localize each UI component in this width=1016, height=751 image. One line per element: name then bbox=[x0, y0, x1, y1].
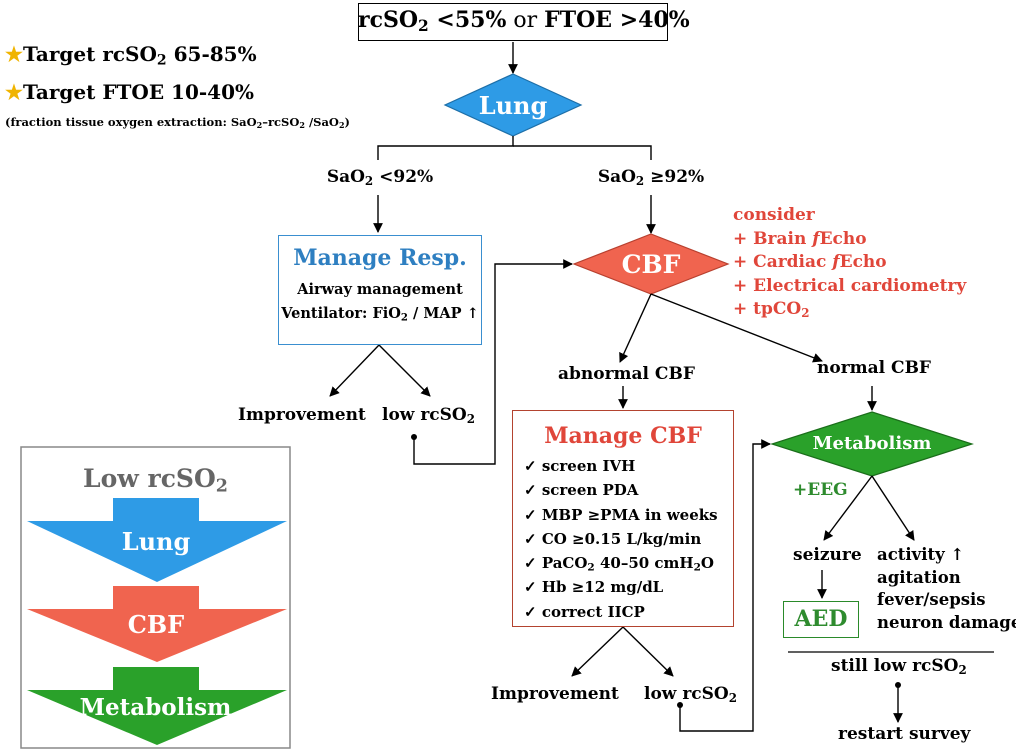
manage-cbf-item: ✓ screen IVH bbox=[524, 457, 636, 475]
arrow-abnormal-cbf bbox=[619, 293, 652, 363]
legend-arrow-metabolism bbox=[27, 667, 287, 745]
arrow-seizure bbox=[823, 475, 873, 541]
legend-title: Low rcSO2 bbox=[83, 464, 228, 497]
target-ftoe: ★Target FTOE 10-40% bbox=[5, 80, 254, 104]
consider-cardiac-echo: + Cardiac fEcho bbox=[733, 252, 887, 272]
abnormal-cbf-label: abnormal CBF bbox=[558, 364, 695, 384]
manage-cbf-item: ✓ CO ≥0.15 L/kg/min bbox=[524, 529, 702, 548]
loop-cbf-to-metabolism bbox=[679, 439, 771, 732]
legend-lung-label: Lung bbox=[121, 527, 191, 556]
legend-metabolism-label: Metabolism bbox=[79, 694, 232, 721]
start-condition-box bbox=[358, 3, 668, 41]
legend-arrow-lung bbox=[27, 498, 287, 582]
cbf-improvement-label: Improvement bbox=[491, 684, 619, 704]
still-low-label: still low rcSO2 bbox=[831, 656, 967, 677]
arrow-resp-low bbox=[378, 344, 431, 397]
cbf-low-rcso2-label: low rcSO2 bbox=[644, 684, 738, 705]
consider-brain-echo: + Brain fEcho bbox=[733, 228, 867, 249]
arrow-normal-cbf bbox=[650, 293, 823, 363]
branch-lung-right bbox=[513, 145, 652, 160]
manage-cbf-box bbox=[512, 410, 734, 627]
arrow-cbf-low bbox=[622, 626, 674, 677]
activity-item: neuron damage bbox=[877, 612, 1016, 632]
aed-box bbox=[783, 601, 859, 638]
resp-low-rcso2-label: low rcSO2 bbox=[382, 405, 476, 426]
loop-resp-to-cbf bbox=[413, 259, 573, 465]
lung-label: Lung bbox=[478, 91, 548, 120]
activity-item: activity ↑ bbox=[877, 545, 965, 564]
sao2-low-label: SaO2 <92% bbox=[326, 167, 434, 188]
cbf-label: CBF bbox=[621, 250, 681, 279]
seizure-label: seizure bbox=[793, 545, 862, 565]
manage-resp-ventilator: Ventilator: FiO2 / MAP ↑ bbox=[281, 305, 479, 324]
consider-title: consider bbox=[733, 205, 815, 225]
sao2-high-label: SaO2 ≥92% bbox=[597, 167, 705, 188]
manage-resp-airway: Airway management bbox=[297, 281, 463, 298]
legend-cbf-label: CBF bbox=[127, 610, 185, 639]
arrow-resp-improvement bbox=[329, 344, 380, 397]
star-icon: ★ bbox=[5, 80, 23, 104]
eeg-label: +EEG bbox=[793, 480, 848, 500]
legend-arrow-cbf bbox=[27, 586, 287, 662]
metabolism-label: Metabolism bbox=[812, 433, 932, 454]
manage-cbf-item: ✓ MBP ≥PMA in weeks bbox=[524, 505, 718, 524]
resp-improvement-label: Improvement bbox=[238, 405, 366, 425]
manage-cbf-list: ✓ screen IVH ✓ screen PDA ✓ MBP ≥PMA in … bbox=[524, 454, 718, 624]
restart-survey-label: restart survey bbox=[838, 724, 971, 744]
activity-list: activity ↑ agitation fever/sepsis neuron… bbox=[877, 544, 1016, 634]
activity-item: fever/sepsis bbox=[877, 590, 986, 609]
start-condition-text: rcSO2 <55% or FTOE >40% bbox=[358, 7, 690, 35]
consider-electrical-cardiometry: + Electrical cardiometry bbox=[733, 275, 967, 296]
target-rcso2: ★Target rcSO2 65-85% bbox=[5, 42, 257, 69]
activity-item: agitation bbox=[877, 567, 961, 587]
manage-cbf-item: ✓ PaCO2 40–50 cmH2O bbox=[524, 554, 714, 574]
manage-cbf-item: ✓ Hb ≥12 mg/dL bbox=[524, 578, 664, 597]
arrow-activity bbox=[871, 475, 915, 541]
manage-cbf-title: Manage CBF bbox=[544, 423, 702, 449]
manage-resp-box bbox=[278, 235, 482, 345]
arrow-cbf-improvement bbox=[571, 626, 624, 677]
aed-label: AED bbox=[794, 606, 848, 632]
consider-tpco2: + tpCO2 bbox=[733, 299, 810, 320]
manage-cbf-item: ✓ correct IICP bbox=[524, 602, 645, 621]
ftoe-note: (fraction tissue oxygen extraction: SaO2… bbox=[5, 115, 350, 130]
star-icon: ★ bbox=[5, 42, 23, 66]
consider-list: consider + Brain fEcho + Cardiac fEcho +… bbox=[733, 204, 966, 322]
manage-cbf-item: ✓ screen PDA bbox=[524, 481, 639, 500]
manage-resp-title: Manage Resp. bbox=[293, 245, 467, 271]
branch-lung-left bbox=[377, 136, 514, 160]
normal-cbf-label: normal CBF bbox=[817, 358, 932, 378]
